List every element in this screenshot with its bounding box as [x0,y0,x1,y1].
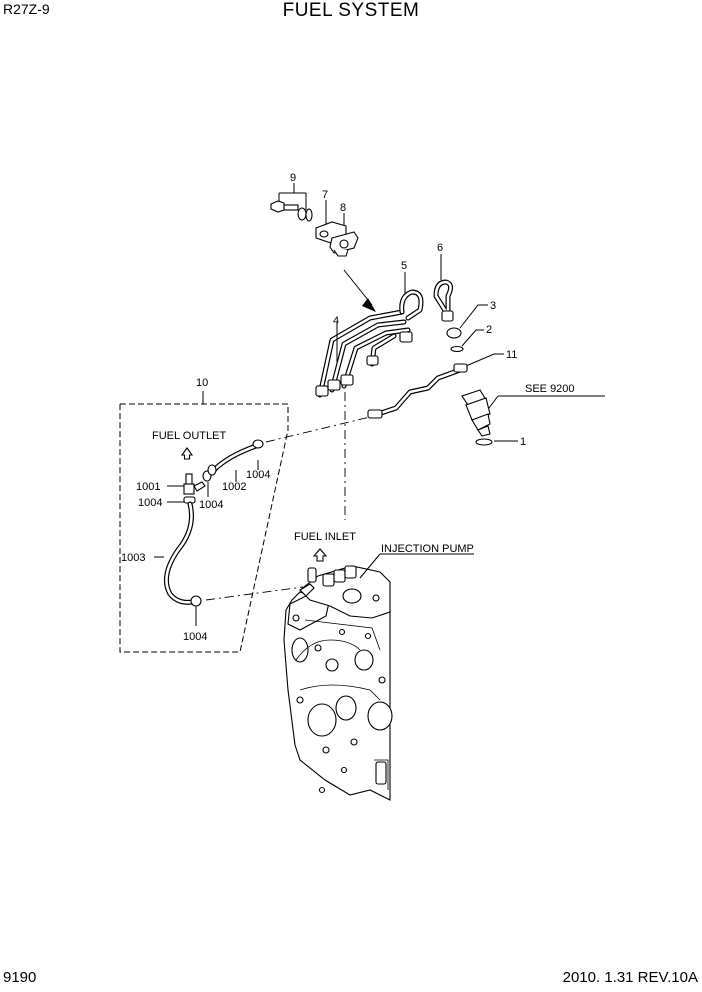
fuel-inlet-label: FUEL INLET [294,531,356,543]
callout-1004-bottom: 1004 [183,631,207,643]
injection-pipes-4 [315,309,413,398]
o-ring-1 [475,438,518,446]
return-line-6 [433,254,454,322]
pipe-loop-5 [399,272,424,321]
callout-1004-left: 1004 [138,497,162,509]
callout-4: 4 [333,315,339,327]
assembly-arrow [343,269,376,312]
injection-nozzle [461,389,605,437]
engine-block [283,565,393,801]
injection-pump-label: INJECTION PUMP [381,543,474,555]
model-code: R27Z-9 [3,1,50,17]
callout-6: 6 [437,242,443,254]
leak-off-pipe-11 [367,353,504,419]
page-title: FUEL SYSTEM [282,0,420,21]
callout-3: 3 [490,300,496,312]
callout-1001: 1001 [136,481,160,493]
see-reference-label: SEE 9200 [525,383,575,395]
callout-5: 5 [401,260,407,272]
hose-kit-10 [119,391,289,653]
washer-2 [450,329,484,353]
callout-2: 2 [486,324,492,336]
callout-11: 11 [506,349,517,361]
callout-1004-fitting: 1004 [199,499,223,511]
revision-date: 2010. 1.31 REV.10A [562,969,698,986]
callout-9: 9 [290,172,296,184]
fuel-outlet-label: FUEL OUTLET [152,430,226,442]
callout-1003: 1003 [121,552,145,564]
callout-7: 7 [322,189,328,201]
page-number: 9190 [3,969,37,986]
callout-1004-hose: 1004 [246,469,270,481]
connection-lines [205,392,371,601]
callout-8: 8 [340,202,346,214]
injection-pump-leader [359,553,474,579]
callout-1: 1 [520,436,526,448]
fuel-inlet-arrow [312,548,328,562]
clamp-assembly-7-8 [315,200,359,257]
bolt-assembly-9 [270,183,313,222]
callout-10: 10 [196,377,208,389]
callout-1002: 1002 [222,481,246,493]
nut-3 [446,304,488,339]
